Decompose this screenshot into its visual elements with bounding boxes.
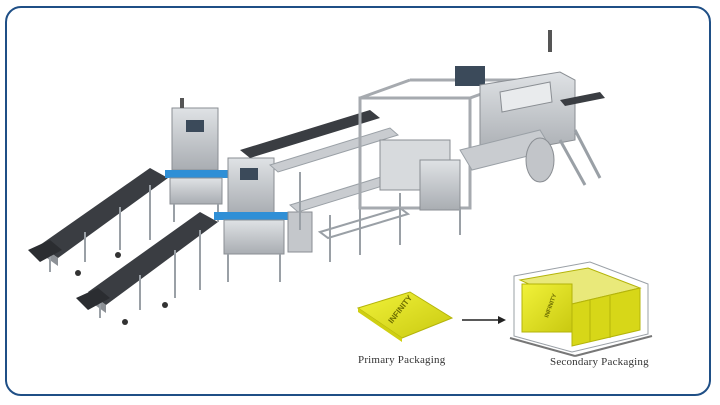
wrapper-unit [180, 30, 605, 186]
primary-package-image: INFINITY [356, 291, 454, 342]
checkweigher-upper [165, 107, 235, 222]
secondary-packaging-caption: Secondary Packaging [550, 356, 649, 368]
incline-conveyor-upper [28, 168, 168, 276]
checkweigher-lower [214, 157, 313, 282]
case-packer [358, 78, 521, 245]
primary-packaging-caption: Primary Packaging [358, 354, 446, 366]
arrow-right-icon [462, 316, 506, 324]
incline-conveyor-lower [76, 212, 218, 325]
secondary-package-image: INFINITY [509, 261, 653, 357]
